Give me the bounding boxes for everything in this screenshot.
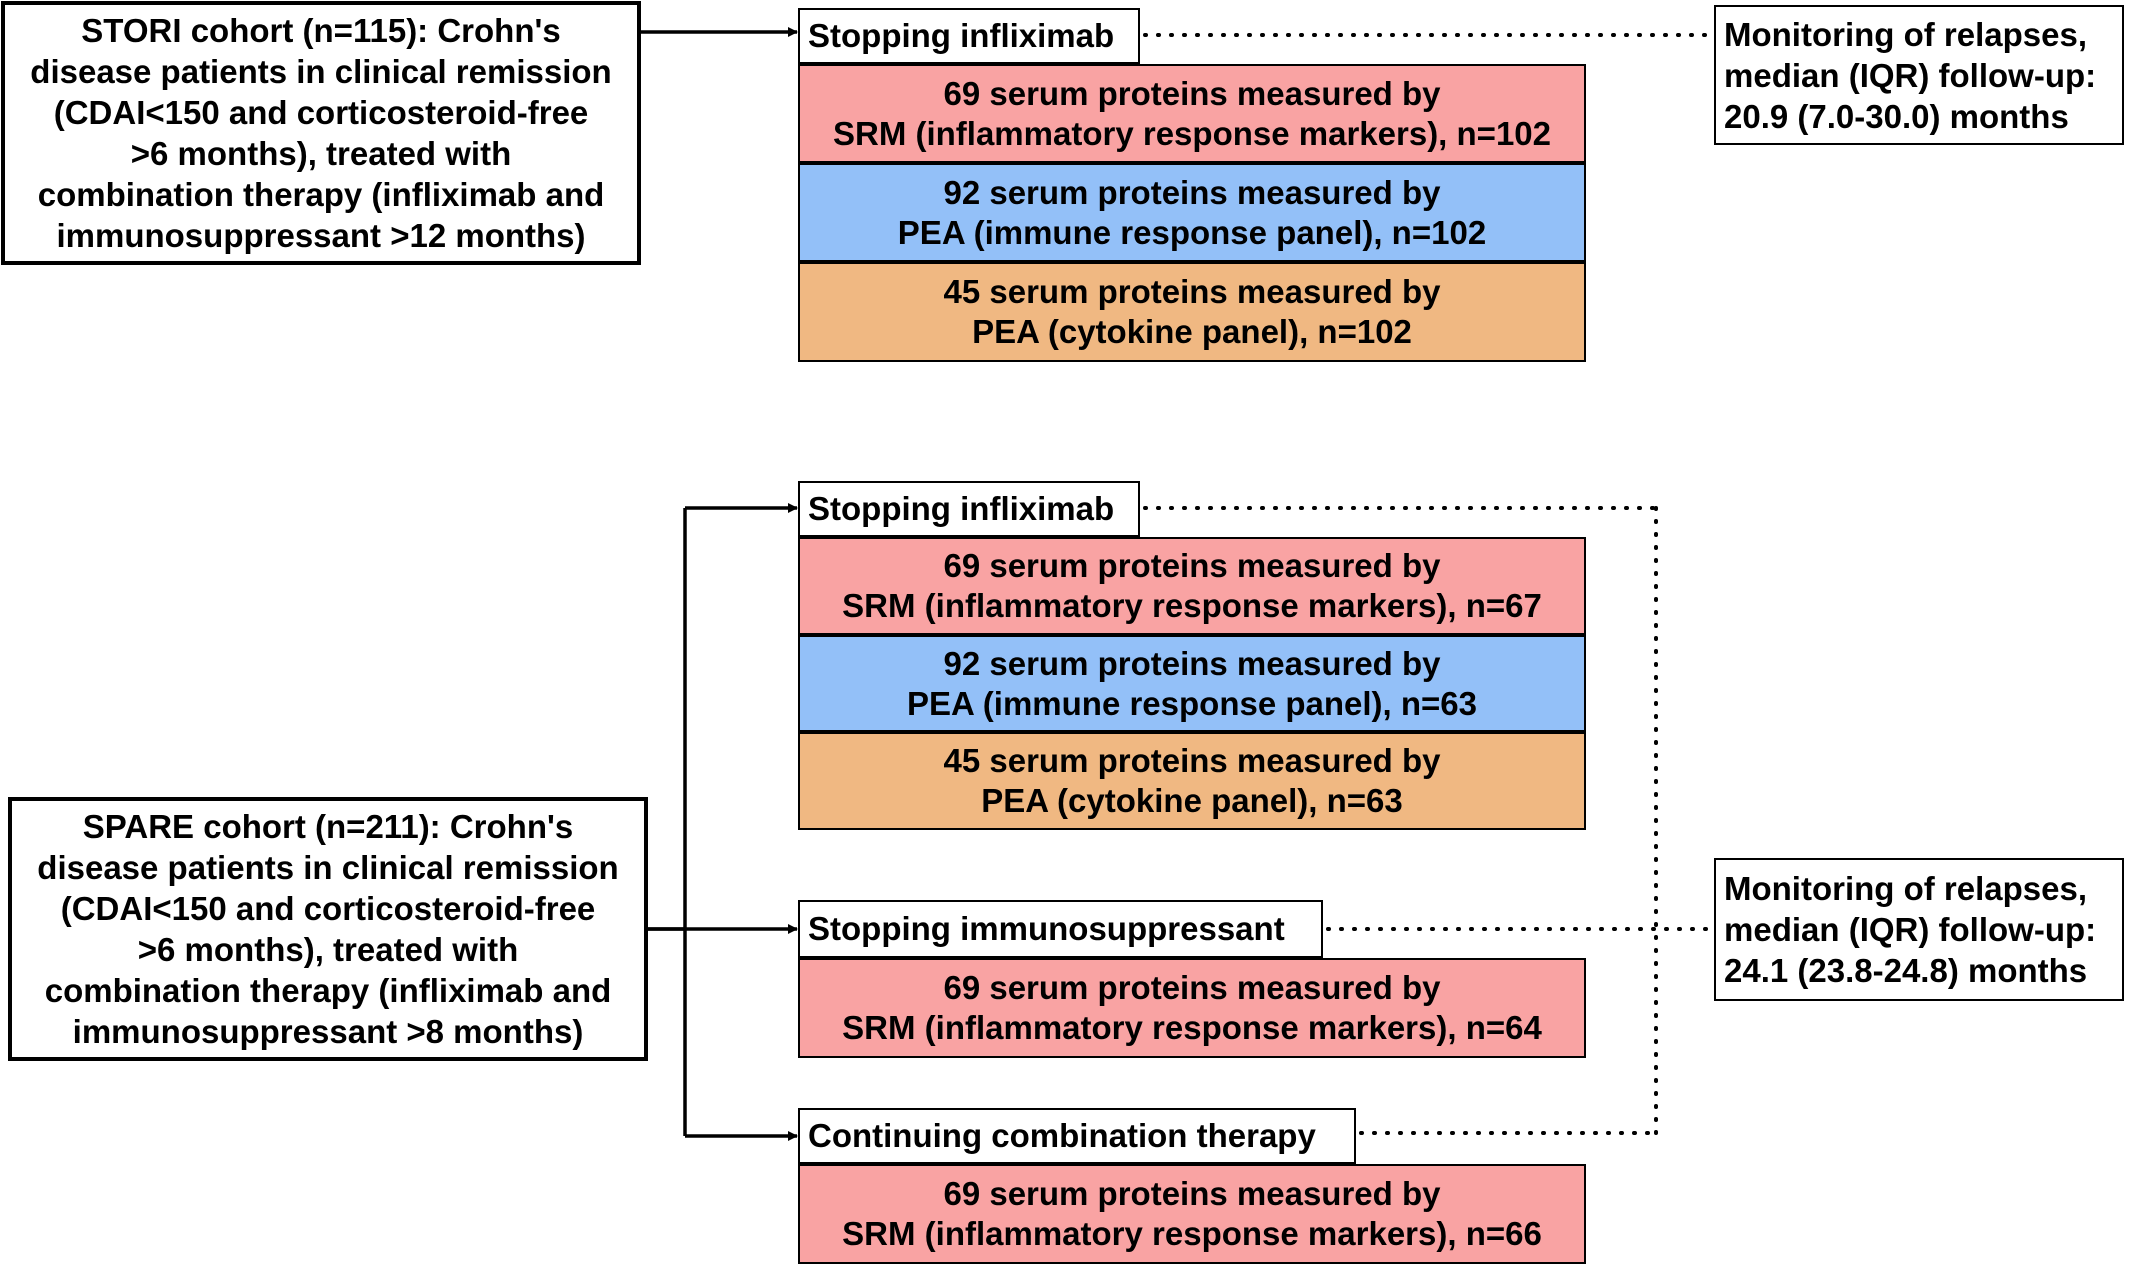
spare-monitoring-line: median (IQR) follow-up:: [1724, 911, 2097, 948]
stori-arm-label: Stopping infliximab: [798, 8, 1140, 64]
spare-cohort-line: immunosuppressant >8 months): [72, 1013, 584, 1050]
stori-cohort-line: immunosuppressant >12 months): [56, 217, 586, 254]
spare-cohort-line: (CDAI<150 and corticosteroid-free: [60, 890, 596, 927]
panel-line: 92 serum proteins measured by: [943, 173, 1441, 211]
spare-arm2-srm-panel: 69 serum proteins measured by SRM (infla…: [798, 958, 1586, 1058]
spare-cohort-line: combination therapy (infliximab and: [44, 972, 612, 1009]
panel-line: PEA (cytokine panel), n=102: [972, 313, 1412, 350]
spare-cohort-line: >6 months), treated with: [137, 931, 519, 968]
stori-cohort-line: >6 months), treated with: [130, 135, 512, 172]
panel-line: 45 serum proteins measured by: [943, 273, 1441, 310]
spare-arm1-pea-immune-panel: 92 serum proteins measured by PEA (immun…: [798, 635, 1586, 732]
stori-pea-cytokine-panel: 45 serum proteins measured by PEA (cytok…: [798, 262, 1586, 362]
spare-monitoring-line: 24.1 (23.8-24.8) months: [1724, 952, 2088, 989]
stori-monitoring-line: median (IQR) follow-up:: [1724, 56, 2097, 94]
panel-line: SRM (inflammatory response markers), n=1…: [832, 114, 1552, 152]
spare-arm1-label: Stopping infliximab: [798, 481, 1140, 537]
panel-line: PEA (immune response panel), n=63: [906, 684, 1478, 722]
spare-arm1-pea-cytokine-panel: 45 serum proteins measured by PEA (cytok…: [798, 732, 1586, 830]
stori-monitoring-box: Monitoring of relapses, median (IQR) fol…: [1714, 5, 2124, 145]
spare-monitoring-line: Monitoring of relapses,: [1724, 870, 2088, 907]
panel-line: SRM (inflammatory response markers), n=6…: [842, 1215, 1542, 1252]
spare-cohort-line: SPARE cohort (n=211): Crohn's: [82, 808, 574, 845]
spare-cohort-box: SPARE cohort (n=211): Crohn's disease pa…: [8, 797, 648, 1061]
stori-pea-immune-panel: 92 serum proteins measured by PEA (immun…: [798, 163, 1586, 262]
spare-cohort-line: disease patients in clinical remission: [37, 849, 619, 886]
spare-monitoring-box: Monitoring of relapses, median (IQR) fol…: [1714, 858, 2124, 1001]
panel-line: 69 serum proteins measured by: [943, 74, 1441, 112]
stori-cohort-line: STORI cohort (n=115): Crohn's: [81, 12, 561, 49]
spare-arm2-label: Stopping immunosuppressant: [798, 900, 1323, 958]
stori-monitoring-line: Monitoring of relapses,: [1724, 15, 2088, 53]
stori-cohort-line: combination therapy (infliximab and: [37, 176, 605, 213]
stori-monitoring-line: 20.9 (7.0-30.0) months: [1724, 97, 2069, 135]
panel-line: 45 serum proteins measured by: [943, 742, 1441, 779]
spare-arm1-label-text: Stopping infliximab: [808, 490, 1115, 527]
stori-srm-panel: 69 serum proteins measured by SRM (infla…: [798, 64, 1586, 163]
spare-arm3-label-text: Continuing combination therapy: [808, 1117, 1316, 1154]
spare-arm2-label-text: Stopping immunosuppressant: [808, 910, 1285, 947]
panel-line: 69 serum proteins measured by: [943, 969, 1441, 1006]
spare-arm1-srm-panel: 69 serum proteins measured by SRM (infla…: [798, 537, 1586, 635]
stori-cohort-line: disease patients in clinical remission: [30, 53, 612, 90]
spare-arm3-srm-panel: 69 serum proteins measured by SRM (infla…: [798, 1164, 1586, 1264]
stori-cohort-box: STORI cohort (n=115): Crohn's disease pa…: [1, 1, 641, 265]
panel-line: 92 serum proteins measured by: [943, 644, 1441, 682]
stori-arm-label-text: Stopping infliximab: [808, 17, 1115, 54]
panel-line: SRM (inflammatory response markers), n=6…: [842, 587, 1542, 624]
panel-line: PEA (immune response panel), n=102: [897, 213, 1487, 251]
stori-cohort-line: (CDAI<150 and corticosteroid-free: [53, 94, 589, 131]
panel-line: 69 serum proteins measured by: [943, 1175, 1441, 1212]
panel-line: SRM (inflammatory response markers), n=6…: [842, 1009, 1542, 1046]
spare-arm3-label: Continuing combination therapy: [798, 1108, 1356, 1164]
panel-line: PEA (cytokine panel), n=63: [981, 782, 1403, 819]
panel-line: 69 serum proteins measured by: [943, 547, 1441, 584]
